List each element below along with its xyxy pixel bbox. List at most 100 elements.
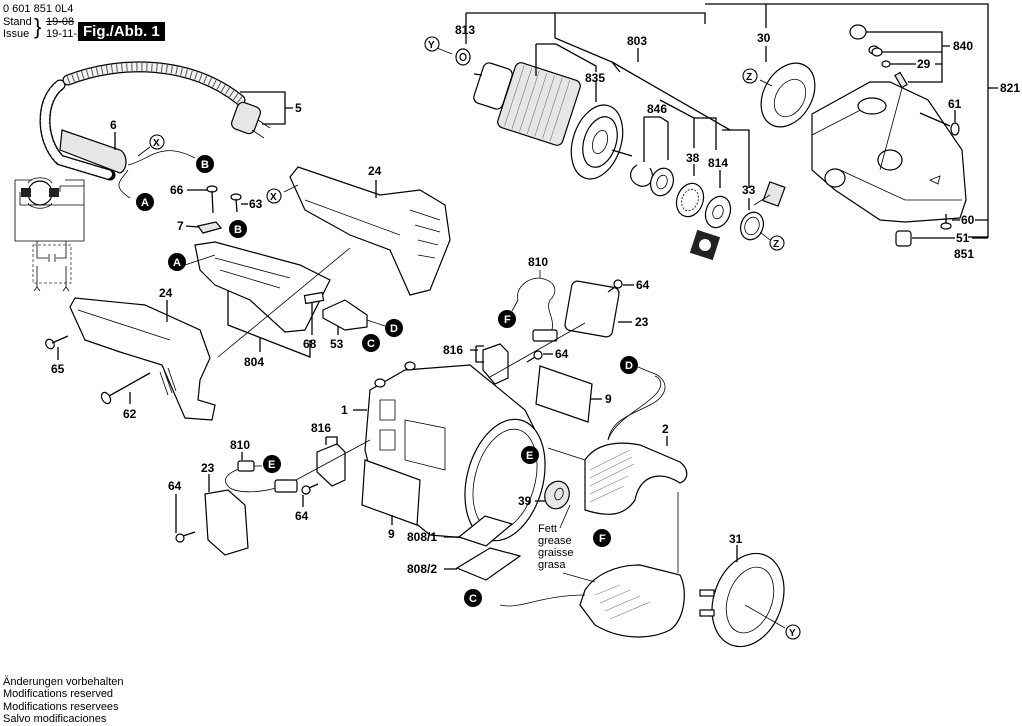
intermediate-flange-30 xyxy=(760,62,816,128)
footer-line-de: Änderungen vorbehalten xyxy=(3,676,124,688)
label-808-1: 808/1 xyxy=(407,530,437,544)
label-39: 39 xyxy=(518,494,532,508)
label-810-left: 810 xyxy=(230,438,250,452)
label-804: 804 xyxy=(244,355,264,369)
svg-text:D: D xyxy=(390,323,398,335)
brush-bracket xyxy=(762,181,786,207)
marker-f-brush: F xyxy=(498,310,516,328)
needle-bearing-38 xyxy=(675,182,705,218)
wire-terminal-left xyxy=(237,460,255,472)
marker-c-switch: C xyxy=(362,334,380,352)
svg-text:F: F xyxy=(504,314,511,326)
bearing-814 xyxy=(704,195,732,229)
circlip-846 xyxy=(630,164,653,187)
switch-body xyxy=(194,241,331,333)
seal-33 xyxy=(740,211,764,241)
cap-840 xyxy=(849,24,867,40)
grease-note-fr: graisse xyxy=(538,547,573,559)
wire-b xyxy=(127,150,196,166)
field-wire-f xyxy=(562,572,596,583)
label-846: 846 xyxy=(647,102,667,116)
field-coil-2-upper xyxy=(584,442,688,515)
label-65: 65 xyxy=(51,362,65,376)
footer-line-fr: Modifications reservees xyxy=(3,700,119,713)
svg-text:Z: Z xyxy=(746,72,752,83)
grease-note-es: grasa xyxy=(538,559,566,571)
label-63: 63 xyxy=(249,197,263,211)
screw-66 xyxy=(206,185,218,214)
label-9-right: 9 xyxy=(605,392,612,406)
insulator-808-1 xyxy=(457,515,514,547)
label-9-left: 9 xyxy=(388,527,395,541)
label-30: 30 xyxy=(757,31,771,45)
label-29: 29 xyxy=(917,57,931,71)
marker-x-handle: X xyxy=(266,188,282,204)
brush-holder-816-left xyxy=(316,443,346,487)
label-62: 62 xyxy=(123,407,137,421)
svg-text:D: D xyxy=(625,360,633,372)
svg-text:X: X xyxy=(153,138,160,149)
pin-840 xyxy=(894,71,908,89)
handle-half-lower xyxy=(69,297,216,421)
svg-text:F: F xyxy=(599,533,606,545)
label-816-left: 816 xyxy=(311,421,331,435)
svg-text:Z: Z xyxy=(773,239,779,250)
footer-notes: Änderungen vorbehalten Modifications res… xyxy=(3,676,123,726)
label-24-bottom: 24 xyxy=(159,286,173,300)
label-68: 68 xyxy=(303,337,317,351)
screw-60 xyxy=(940,214,952,230)
svg-text:E: E xyxy=(268,459,275,471)
part-53 xyxy=(322,299,368,331)
marker-e-brush: E xyxy=(263,455,281,473)
label-813: 813 xyxy=(455,23,475,37)
handle-half-upper xyxy=(289,166,451,296)
field-wire-c xyxy=(499,594,586,607)
label-51: 51 xyxy=(956,231,970,245)
marker-b-cord: B xyxy=(196,155,214,173)
screw-64-left xyxy=(301,483,319,495)
marker-d-coil: D xyxy=(620,356,638,374)
svg-text:X: X xyxy=(270,192,277,203)
carbon-brush-left xyxy=(274,479,298,493)
marker-b-switch: B xyxy=(229,220,247,238)
brush-cover-23-left xyxy=(204,489,249,556)
figure-label: Fig./Abb. 1 xyxy=(78,22,165,41)
wiring-schematic xyxy=(14,177,85,292)
bearing-section xyxy=(689,229,721,261)
screw-65 xyxy=(45,335,69,350)
screw-62 xyxy=(100,372,151,405)
svg-text:A: A xyxy=(173,257,181,269)
insulator-9-left xyxy=(361,459,421,526)
label-66: 66 xyxy=(170,183,184,197)
label-64-mid: 64 xyxy=(555,347,569,361)
old-date: 19-08 xyxy=(46,16,75,28)
field-coil-2-lower xyxy=(579,564,685,638)
svg-text:Y: Y xyxy=(428,40,435,51)
screw-64-top-right xyxy=(607,279,623,293)
label-23-left: 23 xyxy=(201,461,215,475)
label-7: 7 xyxy=(177,219,184,233)
wire-a xyxy=(118,169,131,199)
insulator-808-2 xyxy=(455,547,522,581)
label-61: 61 xyxy=(948,97,962,111)
label-810-right: 810 xyxy=(528,255,548,269)
screw-63 xyxy=(230,193,242,213)
label-835: 835 xyxy=(585,71,605,85)
field-wire-top xyxy=(607,375,662,441)
footer-line-es: Salvo modificaciones xyxy=(3,713,107,726)
armature xyxy=(473,62,633,180)
label-808-2: 808/2 xyxy=(407,562,437,576)
label-64-top-right: 64 xyxy=(636,278,650,292)
marker-y-flange: Y xyxy=(785,624,801,640)
screw-61 xyxy=(919,112,960,136)
brace: } xyxy=(34,14,42,39)
spring-840 xyxy=(868,45,883,57)
svg-text:C: C xyxy=(469,593,477,605)
bearing-813 xyxy=(455,48,471,66)
bushing-51 xyxy=(895,230,912,247)
label-821: 821 xyxy=(1000,81,1020,95)
label-803: 803 xyxy=(627,34,647,48)
label-53: 53 xyxy=(330,337,344,351)
marker-c-coil: C xyxy=(464,589,482,607)
